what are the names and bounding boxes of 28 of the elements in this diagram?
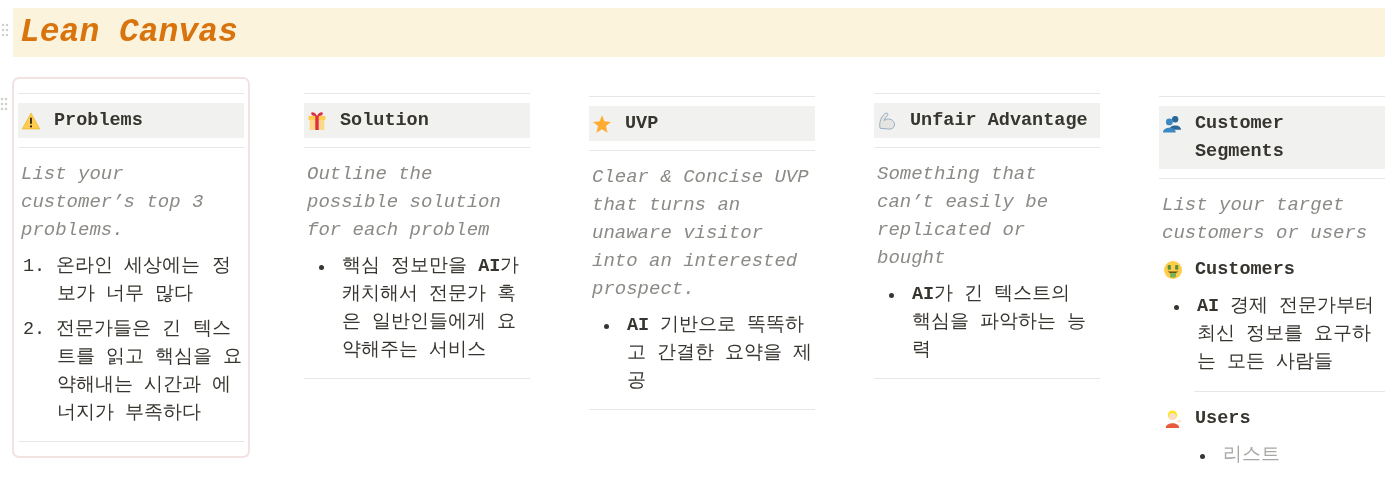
section-title: Customer Segments — [1195, 111, 1285, 164]
section-description: Something that can’t easily be replicated or bought — [876, 162, 1050, 271]
numbered-item: 2. 전문가들은 긴 텍스트를 읽고 핵심을 요약해내는 시간과 에너지가 부족하다 — [23, 318, 244, 426]
section-description: Clear & Concise UVP that turns an unaware visitor into an interested prospect. — [591, 165, 810, 302]
list-item: 리스트 — [1223, 444, 1281, 468]
section-description: Outline the possible solution for each problem — [306, 162, 502, 243]
section-description: List your customer’s top 3 problems. — [20, 162, 205, 243]
section-title: UVP — [625, 111, 660, 136]
section-header — [18, 103, 244, 138]
subsection-title: Customers — [1195, 258, 1295, 282]
section-header — [589, 106, 815, 141]
numbered-item: 1. 온라인 세상에는 정보가 너무 많다 — [23, 255, 232, 307]
list-item: AI 경제 전문가부터 최신 정보를 요구하는 모든 사람들 — [1197, 295, 1376, 375]
section-column — [589, 96, 815, 410]
section-title: Unfair Advantage — [910, 108, 1089, 133]
section-column — [874, 93, 1100, 379]
list-item: 핵심 정보만을 AI가 캐치해서 전문가 혹은 일반인들에게 요약해주는 서비스 — [342, 255, 521, 363]
section-title: Problems — [54, 108, 144, 133]
section-description: List your target customers or users — [1161, 193, 1369, 246]
list-item: AI가 긴 텍스트의 핵심을 파악하는 능력 — [912, 283, 1088, 363]
section-column — [304, 93, 530, 379]
page-title: Lean Canvas — [20, 12, 238, 53]
section-title: Solution — [340, 108, 430, 133]
subsection-title: Users — [1195, 407, 1251, 431]
section-header — [1159, 106, 1385, 169]
list-item: AI 기반으로 똑똑하고 간결한 요약을 제공 — [627, 314, 814, 394]
section-header — [304, 103, 530, 138]
section-header — [874, 103, 1100, 138]
